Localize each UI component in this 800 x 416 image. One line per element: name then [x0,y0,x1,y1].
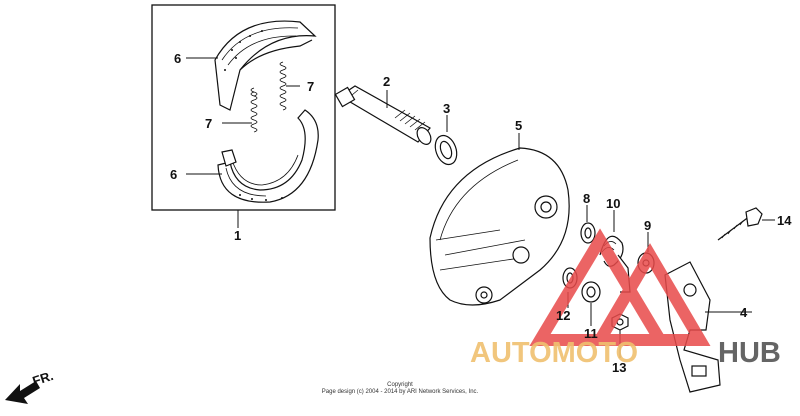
callout-7-upper: 7 [307,79,314,94]
callout-7-lower: 7 [205,116,212,131]
felt-seal [580,205,596,244]
callout-6-upper: 6 [174,51,181,66]
callout-2: 2 [383,74,390,89]
callout-4: 4 [740,305,748,320]
callout-11: 11 [584,326,598,341]
brake-panel [429,133,570,306]
bolt [717,207,775,241]
dust-seal [434,115,458,166]
callout-6-lower: 6 [170,167,177,182]
front-direction-arrow: FR. [5,368,55,404]
brake-arm [664,261,752,393]
copyright-notice: Page design (c) 2004 - 2014 by ARI Netwo… [321,389,479,395]
callout-12: 12 [556,308,570,323]
callout-8: 8 [583,191,590,206]
spring-upper [279,61,287,111]
callout-10: 10 [606,196,620,211]
front-direction-label: FR. [31,368,56,389]
watermark-text: AUTOMOTO HUB [470,337,781,369]
brake-shoe-upper [214,20,317,111]
callout-3: 3 [443,101,450,116]
brake-shoe-set-group [151,4,336,228]
brake-cam [334,85,432,145]
shoe-set-frame [151,4,336,211]
watermark-text-accent: AUTOMOTO [470,337,638,369]
brake-shoe-lower [217,109,319,203]
callout-14: 14 [777,213,792,228]
callout-13: 13 [612,360,626,375]
callout-1: 1 [234,228,241,243]
callout-9: 9 [644,218,651,233]
spring-lower [250,87,258,133]
watermark-logo [529,228,711,346]
copyright-heading: Copyright [387,382,413,388]
collar [581,281,601,326]
callout-5: 5 [515,118,522,133]
watermark-text-dark: HUB [718,337,781,369]
